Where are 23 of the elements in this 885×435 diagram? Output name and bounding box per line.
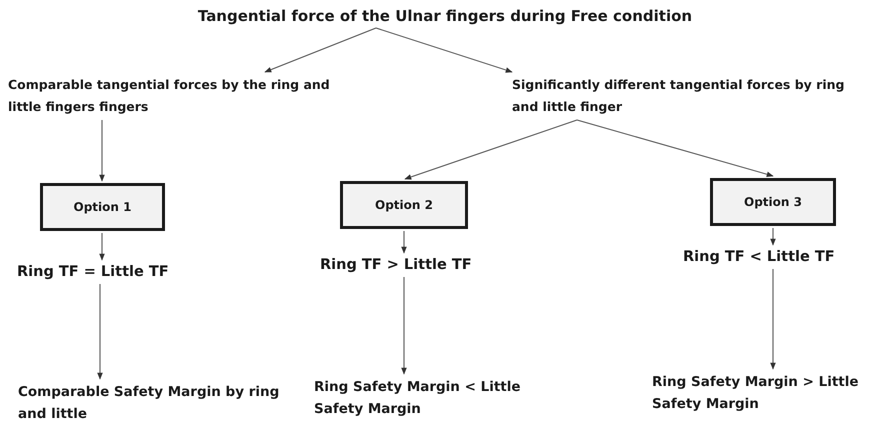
outcome-text: Ring Safety Margin > Little Safety Margin <box>652 371 872 415</box>
outcome-text: Comparable Safety Margin by ring and little <box>18 381 298 425</box>
option-box: Option 3 <box>710 178 836 226</box>
condition-text: Ring TF = Little TF <box>17 262 169 282</box>
arrow <box>99 120 105 182</box>
condition-text: Ring TF < Little TF <box>683 247 835 267</box>
arrow <box>376 28 513 73</box>
option-box: Option 1 <box>40 183 165 231</box>
arrow <box>404 120 578 180</box>
outcome-text: Ring Safety Margin < Little Safety Margin <box>314 376 534 420</box>
arrow <box>99 232 105 261</box>
branch-text: Significantly different tangential forces by ring and little finger <box>512 74 872 118</box>
arrow <box>401 276 407 375</box>
condition-text: Ring TF > Little TF <box>320 255 472 275</box>
arrow <box>770 228 776 246</box>
branch-text: Comparable tangential forces by the ring and little fingers fingers <box>8 74 338 118</box>
title-text: Tangential force of the Ulnar fingers during Free condition <box>115 6 775 26</box>
arrow <box>770 268 776 370</box>
arrow <box>264 28 376 72</box>
arrow <box>401 230 407 254</box>
arrow <box>97 284 103 380</box>
option-box: Option 2 <box>340 181 468 229</box>
arrow <box>576 120 774 177</box>
